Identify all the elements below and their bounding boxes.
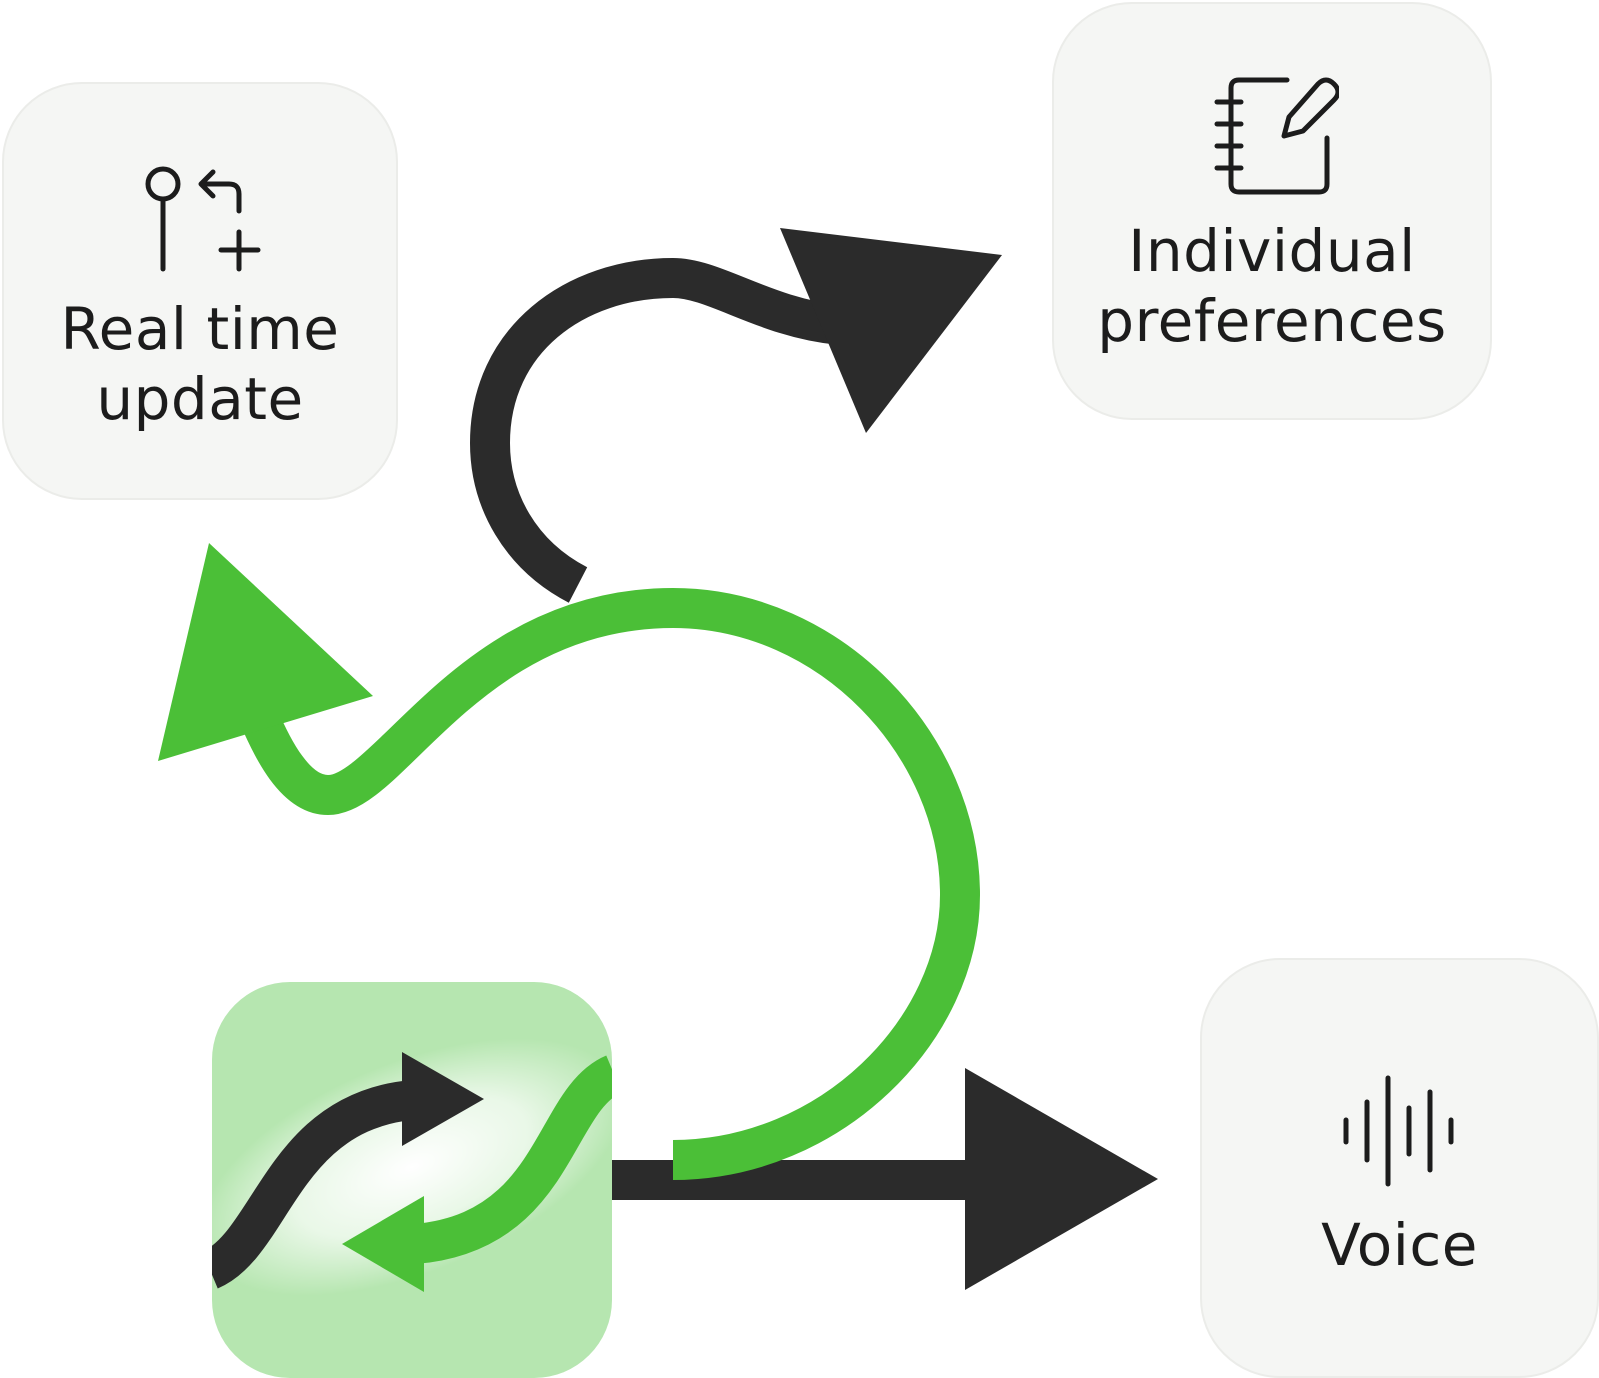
hub-dark-arrowhead [402, 1052, 484, 1146]
notebook-pen-icon [1214, 77, 1339, 195]
voice-label-line1: Voice [1321, 1211, 1478, 1279]
real-time-update-label-line2: update [96, 365, 304, 433]
audio-waveform-icon [1343, 1075, 1454, 1187]
real-time-update-label: Real time update [4, 294, 396, 434]
dark-arrowhead-voice [965, 1068, 1158, 1290]
dark-line-to-voice [590, 1160, 970, 1200]
dark-arrowhead-preferences [780, 228, 1002, 433]
sync-arrows-icon [212, 1038, 612, 1296]
green-arrowhead-real-time [158, 543, 373, 761]
hub-glow [212, 1038, 612, 1296]
hub-dark-arrow [212, 1080, 415, 1289]
real-time-update-card[interactable]: Real time update [2, 82, 398, 500]
individual-preferences-card[interactable]: Individual preferences [1052, 2, 1492, 420]
dark-curve-to-preferences [469, 257, 843, 603]
individual-preferences-label: Individual preferences [1054, 216, 1490, 356]
git-branch-plus-icon [145, 166, 261, 272]
individual-preferences-label-line1: Individual [1128, 217, 1416, 285]
hub-sync-tile[interactable] [212, 982, 612, 1378]
individual-preferences-label-line2: preferences [1097, 287, 1447, 355]
voice-card[interactable]: Voice [1200, 958, 1599, 1378]
real-time-update-label-line1: Real time [60, 295, 340, 363]
voice-label: Voice [1202, 1210, 1597, 1280]
hub-green-arrowhead [342, 1196, 424, 1292]
green-loop-to-real-time [239, 587, 981, 1180]
hub-green-arrow [412, 1055, 612, 1264]
